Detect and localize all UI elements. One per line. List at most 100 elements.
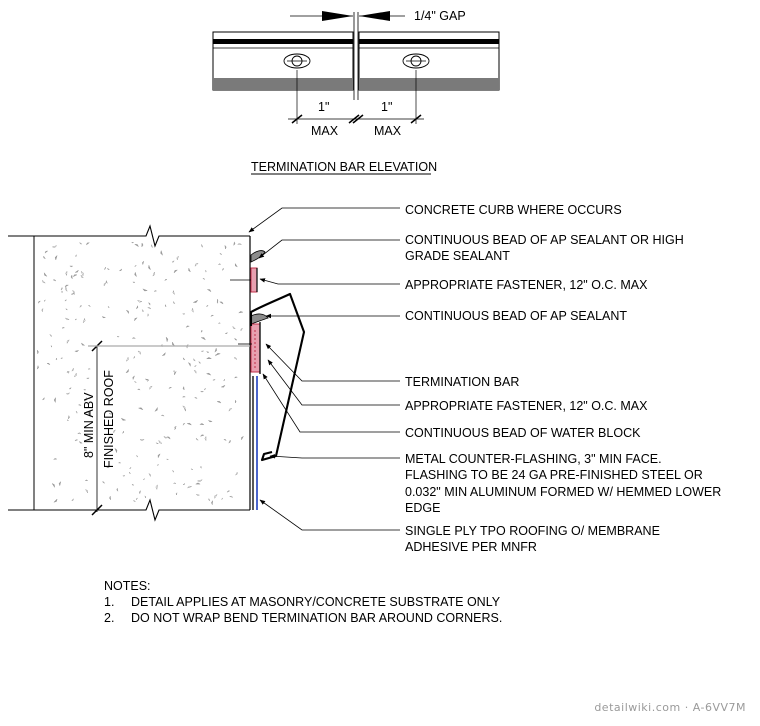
- concrete-speckle: [148, 264, 152, 271]
- concrete-speckle: [73, 372, 77, 378]
- concrete-speckle: [214, 353, 217, 357]
- concrete-speckle: [80, 342, 86, 346]
- concrete-speckle: [43, 271, 48, 277]
- concrete-speckle: [65, 307, 68, 311]
- concrete-speckle: [144, 378, 150, 381]
- concrete-speckle: [214, 347, 217, 353]
- concrete-speckle: [129, 467, 132, 470]
- concrete-speckle: [158, 439, 163, 444]
- concrete-speckle: [137, 407, 144, 411]
- concrete-speckle: [152, 271, 156, 277]
- concrete-speckle: [187, 361, 191, 368]
- concrete-speckle: [205, 351, 210, 353]
- concrete-speckle: [60, 286, 63, 291]
- concrete-speckle: [208, 497, 211, 502]
- concrete-speckle: [43, 255, 47, 260]
- concrete-speckle: [205, 270, 207, 273]
- concrete-speckle: [222, 439, 227, 442]
- concrete-speckle: [204, 388, 207, 391]
- concrete-speckle: [193, 357, 196, 362]
- concrete-speckle: [64, 286, 68, 292]
- concrete-speckle: [133, 380, 138, 383]
- concrete-speckle: [101, 316, 106, 319]
- callout-sealant-upper-line2: GRADE SEALANT: [405, 249, 510, 263]
- concrete-speckle: [215, 353, 222, 356]
- concrete-speckle: [205, 372, 212, 376]
- concrete-speckle: [75, 410, 78, 415]
- concrete-speckle: [186, 422, 193, 426]
- concrete-speckle: [36, 349, 39, 354]
- concrete-speckle: [199, 434, 205, 437]
- concrete-speckle: [70, 292, 75, 295]
- concrete-speckle: [67, 414, 70, 420]
- concrete-speckle: [182, 482, 186, 486]
- concrete-speckle: [139, 489, 142, 495]
- concrete-speckle: [155, 442, 159, 445]
- concrete-speckle: [171, 470, 175, 474]
- concrete-speckle: [163, 435, 169, 439]
- concrete-speckle: [134, 271, 137, 278]
- concrete-speckle: [101, 481, 105, 485]
- concrete-speckle: [125, 356, 129, 362]
- concrete-speckle: [191, 307, 194, 314]
- concrete-speckle: [198, 423, 205, 426]
- concrete-speckle: [84, 479, 89, 482]
- concrete-speckle: [233, 376, 239, 379]
- concrete-speckle: [221, 267, 224, 272]
- concrete-speckle: [234, 262, 238, 268]
- concrete-speckle: [58, 480, 62, 487]
- concrete-speckle: [133, 355, 135, 359]
- concrete-speckle: [76, 432, 82, 435]
- elevation-dimensions: [288, 70, 424, 124]
- concrete-speckle: [232, 325, 237, 330]
- termination-bar-section: 8" MIN ABV FINISHED ROOF CONCRETE CURB W…: [8, 203, 721, 554]
- concrete-speckle: [128, 471, 132, 475]
- elevation-title: TERMINATION BAR ELEVATION: [251, 160, 437, 174]
- callout-labels: CONCRETE CURB WHERE OCCURS CONTINUOUS BE…: [405, 203, 721, 554]
- watermark: detailwiki.com · A-6VV7M: [594, 701, 746, 714]
- concrete-speckle: [222, 378, 225, 382]
- concrete-speckle: [113, 429, 116, 434]
- concrete-speckle: [233, 357, 238, 361]
- concrete-speckle: [220, 384, 226, 388]
- concrete-speckle: [142, 288, 149, 292]
- gap-label: 1/4" GAP: [414, 9, 466, 23]
- gap-arrow-left-icon: [322, 11, 353, 21]
- concrete-speckle: [52, 458, 58, 460]
- concrete-speckle: [173, 269, 179, 274]
- note-item: 1. DETAIL APPLIES AT MASONRY/CONCRETE SU…: [104, 594, 502, 610]
- height-dimension-label: 8" MIN ABV: [82, 392, 96, 458]
- concrete-speckle: [65, 392, 71, 395]
- concrete-speckle: [172, 290, 175, 295]
- concrete-speckle: [137, 350, 141, 356]
- concrete-speckle: [133, 317, 138, 322]
- concrete-speckle: [108, 412, 114, 415]
- concrete-speckle: [66, 418, 70, 422]
- concrete-speckle: [84, 488, 89, 494]
- concrete-speckle: [73, 349, 80, 353]
- concrete-speckle: [61, 289, 63, 293]
- concrete-speckle: [164, 304, 167, 308]
- concrete-speckle: [228, 439, 231, 444]
- concrete-speckle: [85, 242, 91, 246]
- concrete-speckle: [221, 497, 223, 500]
- concrete-speckle: [198, 361, 201, 365]
- concrete-speckle: [218, 301, 224, 305]
- concrete-speckle: [132, 499, 137, 502]
- concrete-speckle: [182, 313, 186, 315]
- concrete-speckle: [82, 388, 87, 391]
- concrete-speckle: [64, 284, 69, 288]
- concrete-speckle: [133, 244, 140, 248]
- concrete-speckle: [219, 252, 223, 255]
- concrete-speckle: [166, 458, 169, 460]
- concrete-speckle: [240, 327, 244, 332]
- concrete-speckle: [68, 386, 72, 390]
- concrete-speckle: [103, 266, 106, 271]
- concrete-speckle: [82, 317, 86, 324]
- callout-termination-bar: TERMINATION BAR: [405, 375, 519, 389]
- concrete-speckle: [182, 422, 186, 427]
- concrete-speckle: [168, 387, 172, 390]
- concrete-speckle: [193, 369, 197, 375]
- concrete-speckle: [88, 396, 93, 400]
- concrete-speckle: [36, 364, 39, 370]
